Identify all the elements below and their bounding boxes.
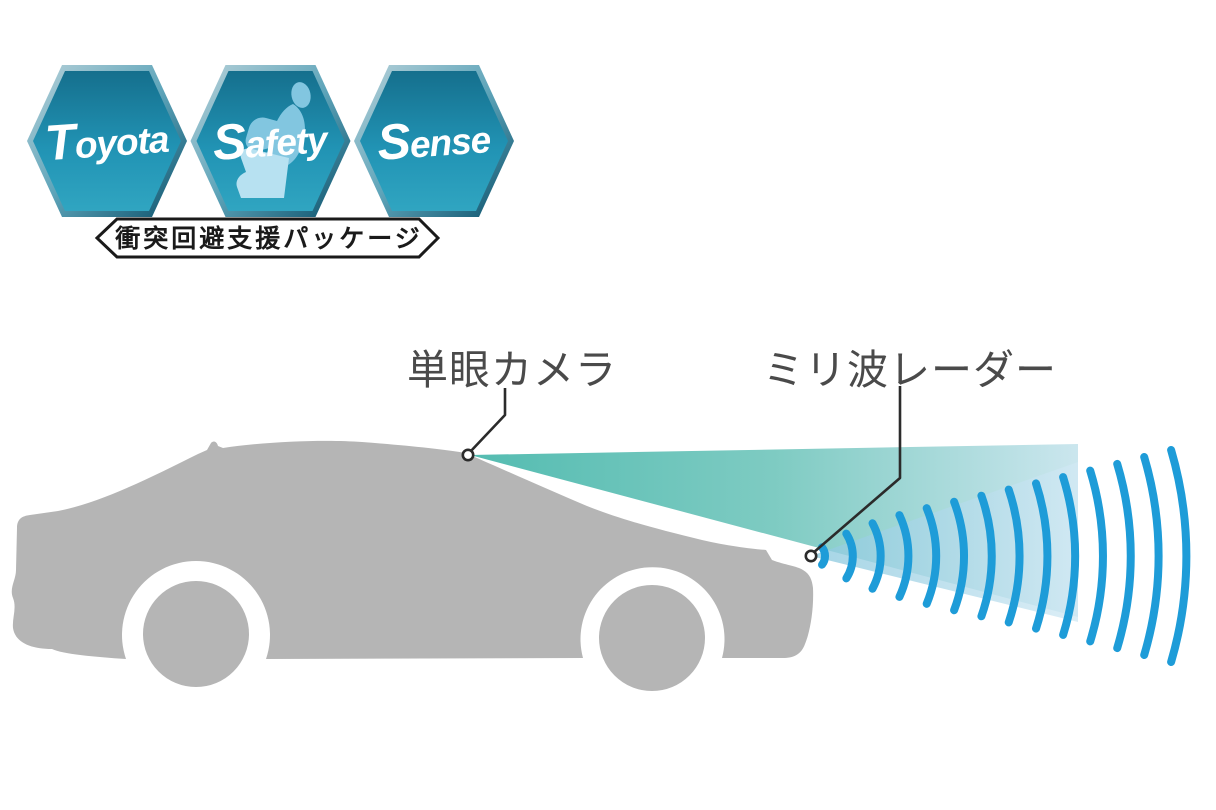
radar-wave-arc [818,543,829,569]
radar-wave-arc [950,497,968,615]
radar-wave-arc [842,529,857,583]
sensor-diagram [11,386,1191,691]
radar-leader-line [812,386,902,554]
car-body [11,440,814,659]
radar-wave-arc [868,519,885,593]
logo-hexagon-toyota: Toyota [27,65,187,217]
radar-label: ミリ波レーダー [763,347,1057,393]
radar-wave-arc [1140,453,1163,659]
logo-hexagon-safety: Safety [190,65,351,217]
hexagon-word-safety: Safety [211,107,332,171]
hexagon-face [360,71,508,211]
radar-wave-arc [1032,479,1052,633]
radar-wave-arc [977,491,996,621]
radar-point-marker [804,549,818,563]
radar-wave-arc [1004,485,1024,627]
camera-label: 単眼カメラ [407,347,617,393]
camera-leader-line [469,388,507,453]
tss-logo: Toyota Safety Sense [27,65,514,259]
driver-silhouette-icon [236,82,311,198]
radar-wave-arc [1167,446,1191,666]
radar-wave-arc [922,504,941,608]
banner-text: 衝突回避支援パッケージ [114,224,423,253]
camera-point-marker [461,448,475,462]
hexagon-word-sense: Sense [375,107,492,171]
front-wheel [599,585,705,691]
banner-ribbon [94,217,441,259]
radar-wave-arcs [818,446,1191,666]
radar-wave-arc [1113,459,1135,653]
logo-hexagon-sense: Sense [354,65,514,217]
hexagon-face [33,71,181,211]
radar-wave-arc [1059,473,1080,639]
radar-wave-arc [895,511,913,601]
car-silhouette [11,440,814,691]
rear-wheel [143,581,249,687]
logo-banner: 衝突回避支援パッケージ [94,217,441,259]
radar-wave-arc [1086,466,1107,646]
